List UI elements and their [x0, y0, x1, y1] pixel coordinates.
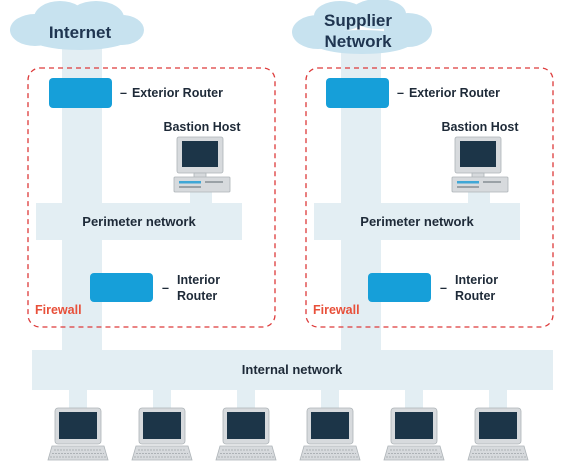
laptop-screen	[59, 412, 97, 439]
internal-network-bar	[32, 350, 553, 390]
drive-slot-2	[205, 181, 223, 183]
firewall-right: –Exterior Router Bastion Host Perimeter …	[313, 78, 519, 317]
drive-slot-2	[483, 181, 501, 183]
firewall-left: –Exterior Router Bastion Host Perimeter …	[35, 78, 241, 317]
firewall-boundary-left	[27, 67, 276, 328]
laptop-screen	[143, 412, 181, 439]
exterior-router-icon	[49, 78, 112, 108]
cloud-icon	[292, 0, 432, 54]
laptop-icon	[47, 407, 109, 461]
workstation-drop	[405, 388, 423, 412]
bastion-host-label: Bastion Host	[163, 120, 241, 134]
keyboard-keys	[134, 449, 190, 458]
internal-network-label: Internal network	[242, 362, 343, 377]
interior-router-label-line-1: Interior	[177, 273, 220, 287]
laptop-screen	[395, 412, 433, 439]
interior-router-dash: –	[162, 281, 169, 295]
drive-slot-3	[457, 186, 479, 188]
perimeter-network-bar-right	[314, 203, 520, 240]
workstation-drops	[69, 388, 507, 412]
workstations	[47, 407, 529, 461]
keyboard-keys	[302, 449, 358, 458]
bastion-host-label: Bastion Host	[441, 120, 519, 134]
exterior-router-label: –Exterior Router	[120, 86, 223, 100]
interior-router-dash: –	[440, 281, 447, 295]
link-bastion-right	[468, 190, 490, 206]
laptop-screen	[479, 412, 517, 439]
laptop-keyboard	[47, 445, 109, 461]
firewall-label: Firewall	[313, 303, 360, 317]
firewall-boundary-right	[305, 67, 554, 328]
keyboard-keys	[50, 449, 106, 458]
bastion-host-computer-icon	[173, 136, 231, 193]
cloud-label-line-1: Supplier	[324, 11, 392, 30]
interior-router-icon	[90, 273, 153, 302]
laptop-icon	[215, 407, 277, 461]
laptop-keyboard	[299, 445, 361, 461]
laptop-keyboard	[467, 445, 529, 461]
exterior-router-label: –Exterior Router	[397, 86, 500, 100]
workstation-drop	[237, 388, 255, 412]
exterior-router-icon	[326, 78, 389, 108]
perimeter-network-bar-left	[36, 203, 242, 240]
cloud-label-line-2: Network	[324, 32, 392, 51]
keyboard-keys	[386, 449, 442, 458]
laptop-keyboard	[383, 445, 445, 461]
cloud-label: Internet	[49, 23, 112, 42]
laptop-keyboard	[131, 445, 193, 461]
drive-slot	[457, 181, 479, 184]
perimeter-network-label: Perimeter network	[360, 214, 474, 229]
perimeter-network-label: Perimeter network	[82, 214, 196, 229]
laptop-icon	[131, 407, 193, 461]
interior-router-label-line-2: Router	[177, 289, 217, 303]
drive-slot	[179, 181, 201, 184]
interior-router-icon	[368, 273, 431, 302]
supplier-network-cloud: Supplier Network	[292, 0, 432, 54]
interior-router-label-line-2: Router	[455, 289, 495, 303]
system-unit	[451, 176, 509, 193]
bastion-host-computer-icon	[451, 136, 509, 193]
workstation-drop	[153, 388, 171, 412]
system-unit	[173, 176, 231, 193]
keyboard-keys	[218, 449, 274, 458]
laptop-icon	[467, 407, 529, 461]
interior-router-label-line-1: Interior	[455, 273, 498, 287]
firewall-label: Firewall	[35, 303, 82, 317]
laptop-screen	[227, 412, 265, 439]
link-bastion-left	[190, 190, 212, 206]
internet-cloud: Internet	[10, 1, 144, 50]
laptop-keyboard	[215, 445, 277, 461]
laptop-icon	[383, 407, 445, 461]
keyboard-keys	[470, 449, 526, 458]
cloud-icon	[10, 1, 144, 50]
monitor-screen	[182, 141, 218, 167]
drive-slot-3	[179, 186, 201, 188]
workstation-drop	[69, 388, 87, 412]
laptop-screen	[311, 412, 349, 439]
monitor-screen	[460, 141, 496, 167]
workstation-drop	[321, 388, 339, 412]
workstation-drop	[489, 388, 507, 412]
laptop-icon	[299, 407, 361, 461]
